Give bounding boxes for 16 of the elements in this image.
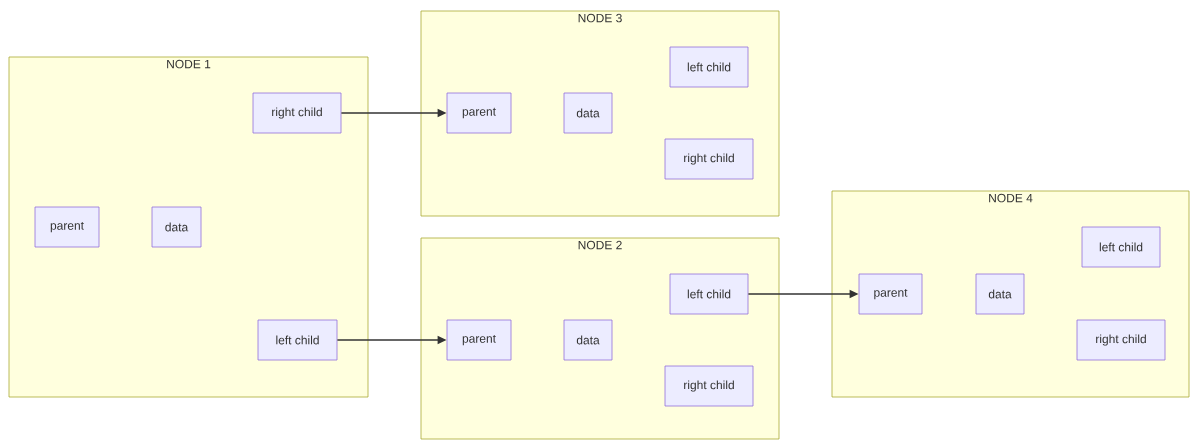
field-box: right child [664, 365, 754, 407]
field-box: right child [1076, 319, 1166, 361]
field-box: data [151, 206, 202, 248]
field-box: parent [446, 92, 512, 134]
field-box: left child [1081, 226, 1161, 268]
field-box: parent [858, 273, 923, 315]
field-box: left child [257, 319, 338, 361]
field-box: data [975, 273, 1025, 315]
field-box: left child [669, 46, 749, 88]
field-box: data [563, 319, 613, 361]
field-box: right child [664, 138, 754, 180]
field-box: left child [669, 273, 749, 315]
field-box: right child [252, 92, 342, 134]
field-box: data [563, 92, 613, 134]
field-box: parent [34, 206, 100, 248]
field-box: parent [446, 319, 512, 361]
